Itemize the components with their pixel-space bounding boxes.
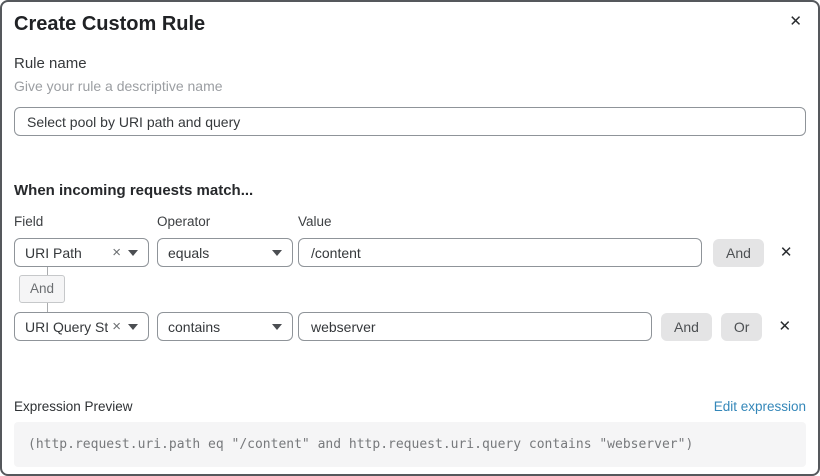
field-select-row2-value: URI Query St...	[25, 318, 109, 335]
connector-and-chip: And	[19, 275, 66, 303]
field-select-row1[interactable]: URI Path ×	[14, 238, 149, 267]
operator-select-row1[interactable]: equals	[157, 238, 293, 267]
and-button-row2[interactable]: And	[661, 312, 712, 341]
condition-column-labels: Field Operator Value	[14, 214, 806, 229]
connector-line	[47, 267, 48, 275]
or-button-row2[interactable]: Or	[720, 312, 763, 341]
rule-name-input[interactable]	[14, 107, 806, 136]
operator-select-row2[interactable]: contains	[157, 312, 293, 341]
field-column-label: Field	[14, 214, 44, 229]
remove-row-icon[interactable]: ✕	[778, 318, 792, 335]
connector-line	[47, 303, 48, 312]
chevron-down-icon[interactable]	[128, 249, 138, 256]
edit-expression-link[interactable]: Edit expression	[713, 399, 806, 414]
operator-select-row1-value: equals	[168, 244, 210, 261]
condition-row: URI Path × equals And ✕	[14, 238, 806, 267]
rule-name-label: Rule name	[14, 55, 87, 72]
chevron-down-icon[interactable]	[272, 249, 282, 256]
expression-preview-code: (http.request.uri.path eq "/content" and…	[14, 422, 806, 467]
rule-name-hint: Give your rule a descriptive name	[14, 78, 223, 94]
and-button-row1[interactable]: And	[713, 238, 764, 267]
chevron-down-icon[interactable]	[128, 323, 138, 330]
condition-row: URI Query St... × contains And Or ✕	[14, 312, 806, 341]
dialog-title: Create Custom Rule	[14, 13, 206, 35]
expression-preview-label: Expression Preview	[14, 399, 133, 414]
clear-icon[interactable]: ×	[112, 244, 121, 261]
value-input-row1[interactable]	[298, 238, 702, 267]
close-icon[interactable]: ✕	[785, 10, 806, 32]
operator-select-row2-value: contains	[168, 318, 221, 335]
field-select-row2[interactable]: URI Query St... ×	[14, 312, 149, 341]
value-input-row2[interactable]	[298, 312, 652, 341]
clear-icon[interactable]: ×	[112, 318, 121, 335]
chevron-down-icon[interactable]	[272, 323, 282, 330]
operator-column-label: Operator	[157, 214, 211, 229]
match-heading: When incoming requests match...	[14, 182, 254, 199]
remove-row-icon[interactable]: ✕	[779, 244, 793, 261]
expression-preview-header: Expression Preview Edit expression	[14, 399, 806, 414]
field-select-row1-value: URI Path	[25, 244, 82, 261]
row-connector: And	[14, 267, 806, 312]
value-column-label: Value	[298, 214, 332, 229]
